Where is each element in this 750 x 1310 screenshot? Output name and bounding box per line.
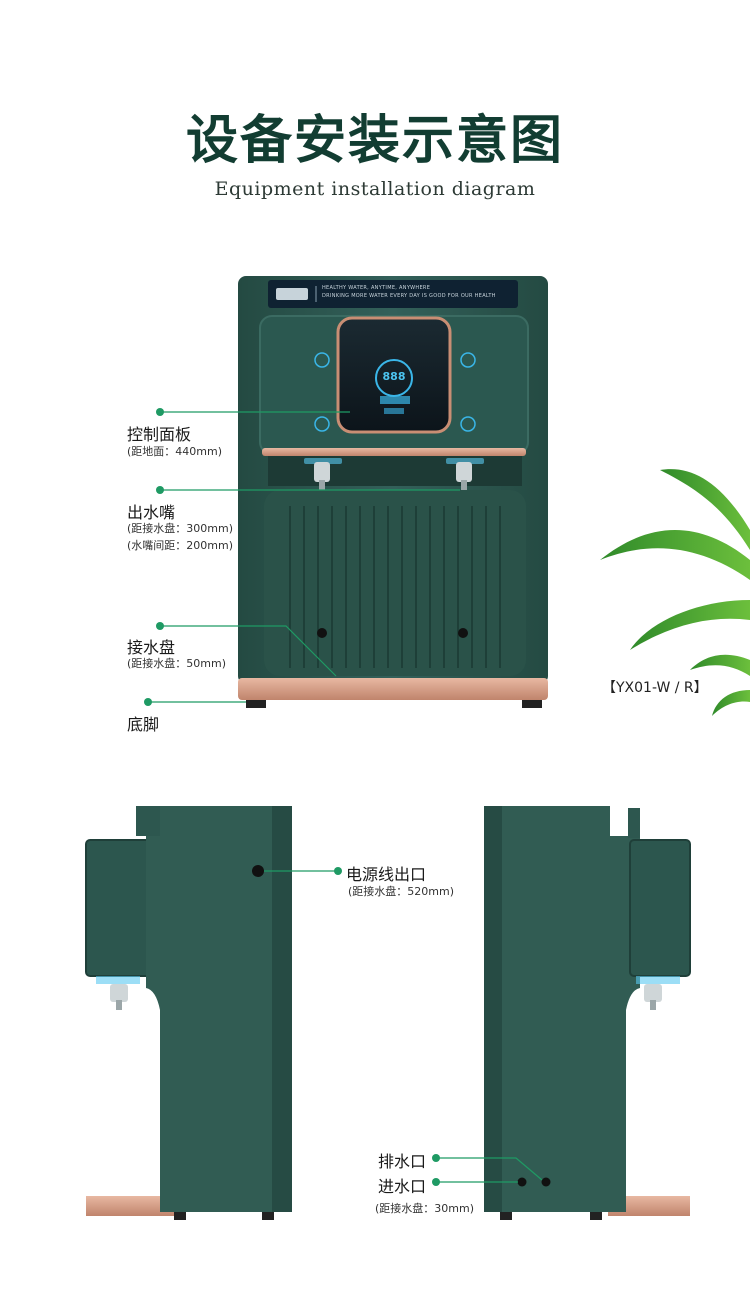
label-power-outlet: 电源线出口 <box>346 865 427 884</box>
model-number: 【YX01-W / R】 <box>602 680 708 696</box>
label-inlet-port: 进水口 <box>378 1177 427 1196</box>
leader-dot <box>432 1178 440 1186</box>
plant-decoration <box>600 469 750 716</box>
leader-dot <box>156 408 164 416</box>
leader-dot <box>432 1154 440 1162</box>
front-view-dispenser <box>238 276 548 708</box>
leader-dot <box>156 622 164 630</box>
front-leader-lines <box>148 411 460 703</box>
display-readout: 888 <box>382 370 406 383</box>
note-drip-tray: (距接水盘：50mm) <box>127 657 227 670</box>
note-spout-spacing: (水嘴间距：200mm) <box>127 539 234 552</box>
label-drip-tray: 接水盘 <box>127 638 176 657</box>
note-inlet-port: (距接水盘：30mm) <box>375 1202 475 1215</box>
side-leader-lines <box>264 870 543 1183</box>
label-spout: 出水嘴 <box>127 503 176 522</box>
banner-text-1: HEALTHY WATER, ANYTIME, ANYWHERE <box>322 285 431 291</box>
label-drain-port: 排水口 <box>378 1152 427 1171</box>
label-control-panel: 控制面板 <box>127 425 192 444</box>
note-spout-height: (距接水盘：300mm) <box>127 522 234 535</box>
leader-dot <box>334 867 342 875</box>
leader-dot <box>144 698 152 706</box>
leader-dot <box>156 486 164 494</box>
page-subtitle: Equipment installation diagram <box>214 178 536 200</box>
note-control-panel: (距地面：440mm) <box>127 445 223 458</box>
page-title: 设备安装示意图 <box>185 110 564 171</box>
label-feet: 底脚 <box>127 715 160 734</box>
side-view-right <box>484 806 691 1220</box>
side-view-left <box>85 806 292 1220</box>
banner-text-2: DRINKING MORE WATER EVERY DAY IS GOOD FO… <box>322 293 496 299</box>
note-power-outlet: (距接水盘：520mm) <box>348 885 455 898</box>
